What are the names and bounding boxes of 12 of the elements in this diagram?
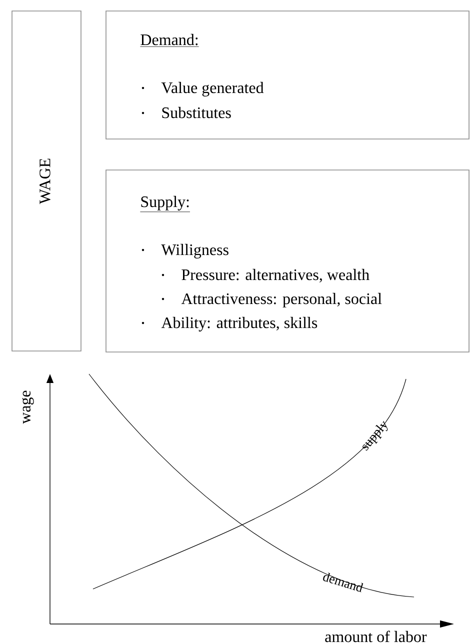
axis-label: wage: [22, 390, 34, 424]
bullet-item: Value generated: [161, 82, 264, 96]
bullet-item: Attractiveness: personal, social: [181, 292, 382, 308]
bullet-item: Ability: attributes, skills: [161, 316, 318, 332]
bullet-item: Substitutes: [162, 106, 231, 118]
axis-label: amount of labor: [325, 630, 427, 642]
bullet-item: Pressure: alternatives, wealth: [182, 268, 370, 282]
box-title: WAGE: [40, 158, 50, 204]
bullet-item: Willigness: [161, 244, 228, 258]
heading: Supply:: [140, 196, 190, 212]
curve-label: demand: [323, 572, 364, 592]
heading: Demand:: [140, 34, 200, 47]
